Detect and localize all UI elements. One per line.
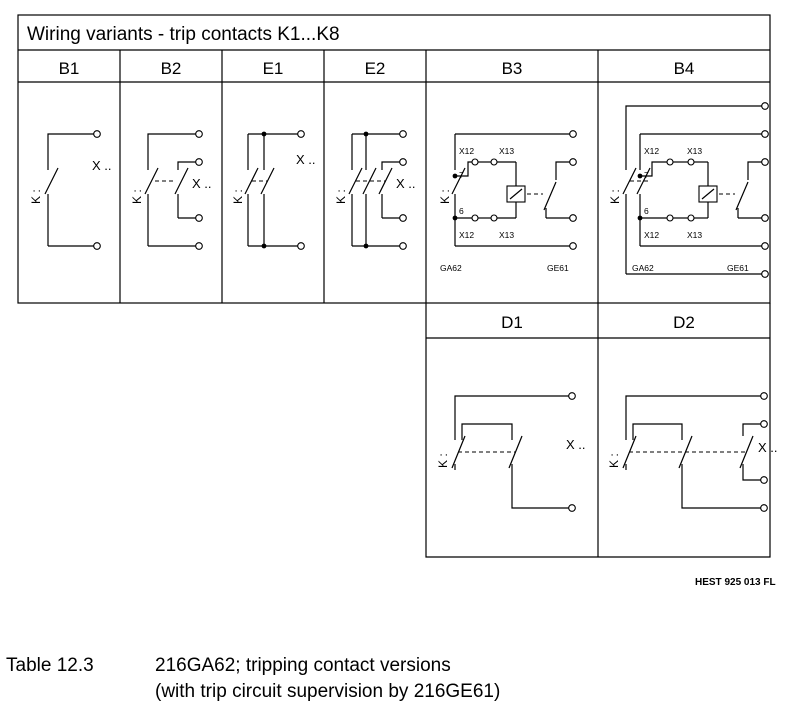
k-label: K : [607, 453, 621, 468]
k-label: K : [608, 189, 622, 204]
column-header-e1: E1 [263, 59, 284, 78]
pin-6-label: 6 [644, 206, 649, 216]
x12-label: X12 [644, 230, 659, 240]
column-header-b4: B4 [674, 59, 695, 78]
variant-e1-schematic: K : X .. [231, 130, 316, 250]
pin-6-label: 6 [459, 206, 464, 216]
k-label: K : [130, 189, 144, 204]
ga62-label: GA62 [440, 263, 462, 273]
ga62-label: GA62 [632, 263, 654, 273]
x-label: X .. [396, 176, 416, 191]
variant-d2-schematic: K : X .. [607, 392, 778, 512]
x-label: X .. [296, 152, 316, 167]
variant-e2-schematic: K : X .. [334, 130, 416, 250]
x-label: X .. [566, 437, 586, 452]
table-grid [17, 14, 771, 558]
x-label: X .. [192, 176, 212, 191]
column-header-d2: D2 [673, 313, 695, 332]
pin-7-label: 7 [459, 170, 464, 180]
x-label: X .. [758, 440, 778, 455]
x12-label: X12 [644, 146, 659, 156]
pin-7-label: 7 [644, 170, 649, 180]
table-title: Wiring variants - trip contacts K1...K8 [27, 24, 340, 45]
column-header-b3: B3 [502, 59, 523, 78]
k-label: K : [29, 189, 43, 204]
k-label: K : [231, 189, 245, 204]
k-label: K : [438, 189, 452, 204]
column-header-e2: E2 [365, 59, 386, 78]
ge61-label: GE61 [547, 263, 569, 273]
variant-b4-schematic: X12 X13 X12 X13 7 6 K : GA62 GE61 [608, 102, 769, 278]
variant-b3-schematic: X12 X13 X12 X13 7 6 K : GA62 GE61 [438, 130, 577, 273]
drawing-reference: HEST 925 013 FL [695, 577, 776, 588]
x12-label: X12 [459, 230, 474, 240]
variant-b2-schematic: K : X .. [130, 130, 212, 250]
x-label: X .. [92, 158, 112, 173]
caption-line-2: (with trip circuit supervision by 216GE6… [155, 681, 501, 702]
variant-d1-schematic: K : X .. [436, 392, 586, 512]
ge61-label: GE61 [727, 263, 749, 273]
x13-label: X13 [499, 230, 514, 240]
x12-label: X12 [459, 146, 474, 156]
column-header-b2: B2 [161, 59, 182, 78]
caption-number: Table 12.3 [6, 655, 94, 676]
variant-b1-schematic: K : X .. [29, 130, 112, 250]
x13-label: X13 [687, 146, 702, 156]
k-label: K : [436, 453, 450, 468]
x13-label: X13 [499, 146, 514, 156]
k-label: K : [334, 189, 348, 204]
column-header-b1: B1 [59, 59, 80, 78]
x13-label: X13 [687, 230, 702, 240]
column-header-d1: D1 [501, 313, 523, 332]
caption-line-1: 216GA62; tripping contact versions [155, 655, 451, 676]
